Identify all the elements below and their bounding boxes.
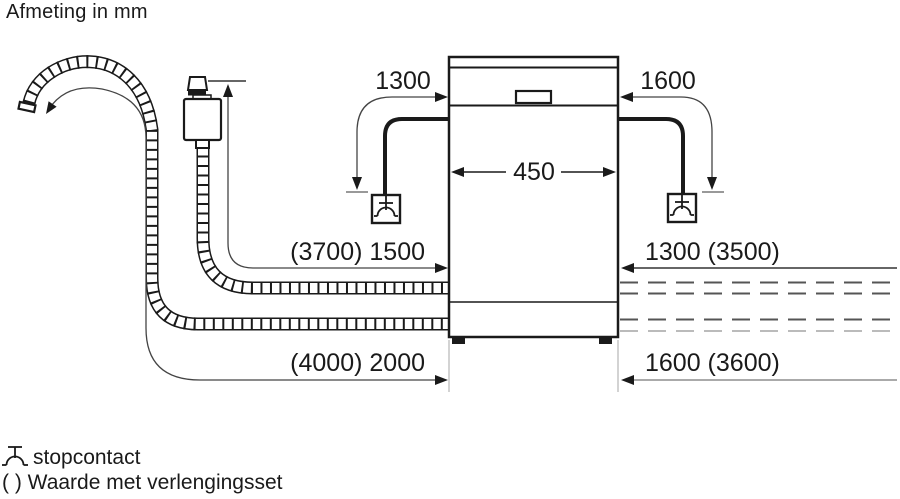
dim-label-supply-left: (3700) 1500 (290, 238, 425, 266)
dim-cord-right (620, 92, 724, 193)
dim-label-cord-right: 1600 (640, 67, 696, 95)
drain-hose (17, 55, 449, 331)
power-cord-left (383, 117, 449, 195)
dishwasher-foot-right (599, 337, 612, 344)
dim-appliance-width (451, 167, 616, 177)
dim-supply-right (621, 263, 897, 273)
dishwasher-foot-left (452, 337, 465, 344)
dim-label-drain-left: (4000) 2000 (290, 349, 425, 377)
socket-right-icon (666, 192, 698, 224)
dim-supply-left (223, 84, 448, 273)
dishwasher (447, 55, 620, 344)
drain-hose-end-cap (17, 100, 37, 114)
supply-hose (196, 146, 449, 295)
socket-left-icon (370, 193, 402, 225)
legend-socket-label: stopcontact (33, 446, 141, 469)
dim-label-appliance-width: 450 (513, 158, 555, 186)
legend-bracket-note: ( ) Waarde met verlengingsset (2, 471, 283, 494)
aquastop-valve (182, 76, 246, 149)
dim-label-cord-left: 1300 (375, 67, 431, 95)
dim-drain-left (46, 87, 448, 385)
diagram-title: Afmeting in mm (6, 1, 148, 23)
legend-socket-icon (2, 446, 28, 466)
power-cord-right (618, 117, 685, 193)
dim-drain-right (621, 375, 897, 385)
control-panel-display (514, 89, 553, 105)
dim-cord-left (346, 92, 448, 193)
hose-routing-right-dashed (620, 281, 896, 332)
dim-label-drain-right: 1600 (3600) (645, 349, 780, 377)
dim-label-supply-right: 1300 (3500) (645, 238, 780, 266)
